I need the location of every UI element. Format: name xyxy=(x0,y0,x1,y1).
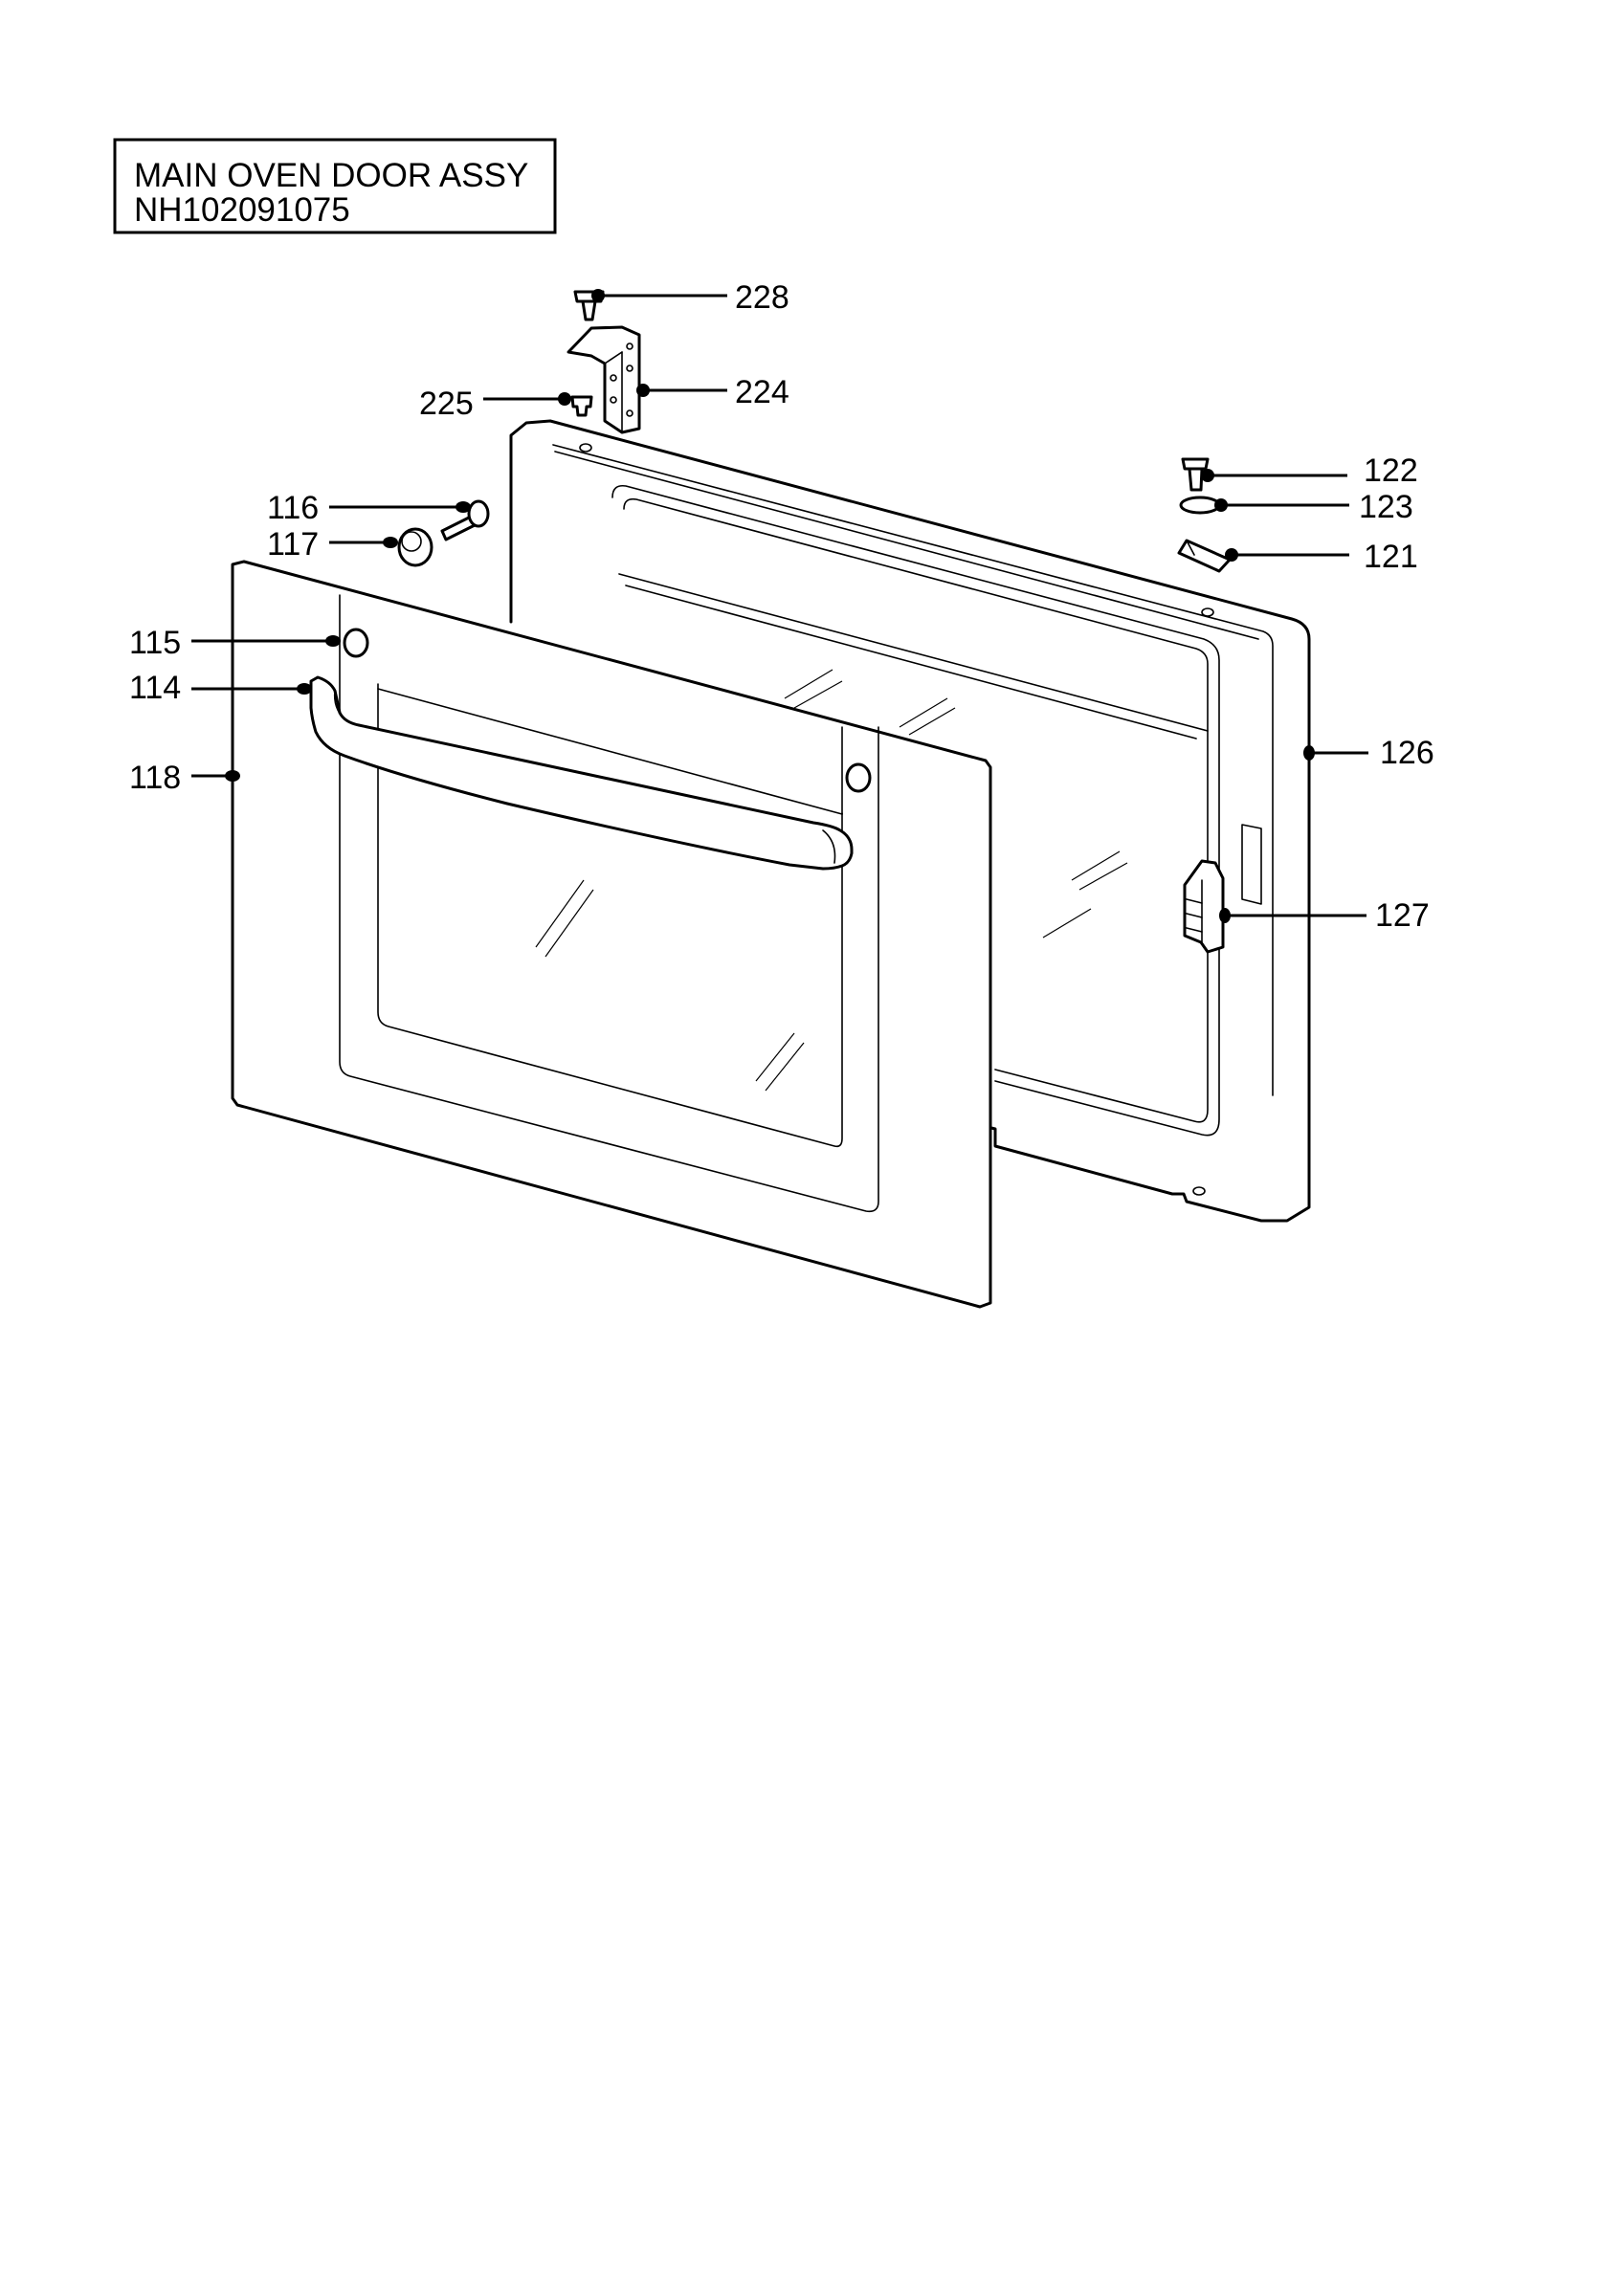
screw-122[interactable] xyxy=(1181,457,1210,492)
callout-228: 228 xyxy=(735,279,789,316)
callout-115: 115 xyxy=(129,625,181,661)
door-handle[interactable] xyxy=(309,675,854,871)
door-catch-127[interactable] xyxy=(1183,859,1225,954)
callout-225: 225 xyxy=(419,386,474,422)
callout-116: 116 xyxy=(267,490,319,526)
washer-123[interactable] xyxy=(1179,496,1221,515)
title-line-1: MAIN OVEN DOOR ASSY xyxy=(134,157,528,194)
callout-224: 224 xyxy=(735,374,789,410)
callout-labels: 228 224 225 122 123 121 116 117 115 114 … xyxy=(129,279,1434,934)
callout-114: 114 xyxy=(129,670,181,706)
callout-122: 122 xyxy=(1364,453,1418,489)
cap-117[interactable] xyxy=(397,527,433,567)
callout-123: 123 xyxy=(1359,489,1413,525)
callout-121: 121 xyxy=(1364,539,1418,575)
bolt-116[interactable] xyxy=(440,499,490,541)
callout-127: 127 xyxy=(1375,897,1430,934)
title-line-2: NH102091075 xyxy=(134,191,350,229)
callout-leaders xyxy=(191,289,1368,923)
callout-126: 126 xyxy=(1380,735,1434,771)
title-block: MAIN OVEN DOOR ASSY NH102091075 xyxy=(113,138,557,234)
callout-118: 118 xyxy=(129,760,181,796)
callout-117: 117 xyxy=(267,526,319,563)
bracket-121[interactable] xyxy=(1177,539,1232,573)
clip-225[interactable] xyxy=(570,395,593,417)
hinge-bracket[interactable] xyxy=(567,325,641,434)
